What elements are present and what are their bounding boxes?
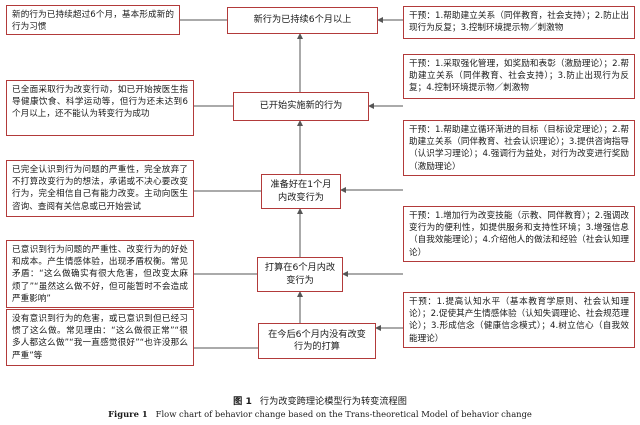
figure-title-cn: 行为改变跨理论模型行为转变流程图	[259, 396, 407, 407]
figure-label-en: Figure 1	[108, 409, 148, 419]
stage-1-description: 新的行为已持续超过6个月，基本形成新的行为习惯	[6, 5, 180, 35]
stage-2-box: 已开始实施新的行为	[233, 92, 369, 121]
stage-4-box: 打算在6个月内改变行为	[257, 257, 343, 292]
figure-caption-en: Figure 1 Flow chart of behavior change ba…	[0, 409, 640, 419]
stage-5-intervention: 干预：1.提高认知水平（基本教育学原则、社会认知理论）；2.促使其产生情感体验（…	[403, 292, 635, 348]
figure-label-cn: 图 1	[233, 396, 252, 407]
stage-3-box: 准备好在1个月内改变行为	[261, 174, 341, 209]
stage-1-intervention: 干预：1.帮助建立关系（同伴教育，社会支持）；2.防止出现行为反复；3.控制环境…	[403, 6, 635, 39]
stage-5-description: 没有意识到行为的危害，或已意识到但已经习惯了这么做。常见理由：“这么做很正常”“…	[6, 309, 194, 366]
stage-5-box: 在今后6个月内没有改变行为的打算	[258, 323, 376, 359]
figure-title-en: Flow chart of behavior change based on t…	[155, 409, 532, 419]
stage-2-description: 已全面采取行为改变行动，如已开始按医生指导健康饮食、科学运动等，但行为还未达到6…	[6, 80, 194, 136]
stage-4-intervention: 干预：1.增加行为改变技能（示教、同伴教育）；2.强调改变行为的便利性，如提供服…	[403, 206, 635, 262]
figure-caption-cn: 图 1 行为改变跨理论模型行为转变流程图	[0, 393, 640, 407]
stage-1-box: 新行为已持续6个月以上	[227, 7, 378, 34]
stage-2-intervention: 干预：1.采取强化管理，如奖励和表彰（激励理论）；2.帮助建立关系（同伴教育、社…	[403, 54, 635, 99]
stage-3-intervention: 干预：1.帮助建立循环渐进的目标（目标设定理论）；2.帮助建立关系（同伴教育、社…	[403, 120, 635, 176]
stage-4-description: 已意识到行为问题的严重性、改变行为的好处和成本。产生情感体验，出现矛盾权衡。常见…	[6, 240, 194, 308]
stage-3-description: 已完全认识到行为问题的严重性，完全放弃了不打算改变行为的想法，承诺或不决心要改变…	[6, 160, 194, 217]
